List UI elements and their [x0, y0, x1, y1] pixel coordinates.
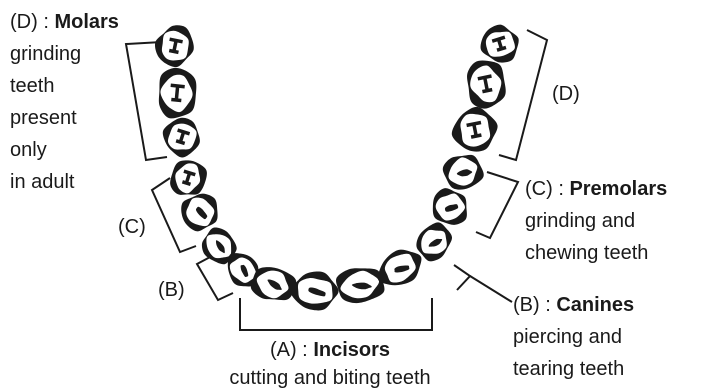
right-molars-label: (D) [552, 82, 580, 106]
teeth-group [155, 25, 519, 311]
left-premolars-label: (C) [118, 215, 146, 239]
canines-title: (B) : Canines [513, 293, 634, 317]
premolar-left-1 [181, 194, 217, 232]
right-canines-leader [470, 276, 512, 302]
molars-desc-line-3: present [10, 106, 77, 130]
incisor-4 [378, 250, 422, 286]
incisor-1 [251, 267, 296, 300]
canines-name: Canines [556, 294, 634, 316]
premolars-name: Premolars [569, 178, 667, 200]
premolar-right-2 [443, 155, 484, 190]
premolar-right-1 [433, 188, 467, 225]
molars-title: (D) : Molars [10, 10, 119, 34]
molar-left-2 [159, 68, 196, 119]
premolars-title: (C) : Premolars [525, 177, 667, 201]
incisor-2 [290, 272, 338, 311]
molars-desc-line-1: grinding [10, 42, 81, 66]
molar-left-3 [163, 118, 200, 158]
incisors-name: Incisors [313, 339, 390, 361]
molars-desc-line-4: only [10, 138, 47, 162]
molars-desc-line-2: teeth [10, 74, 54, 98]
molar-left-4 [170, 160, 207, 194]
molars-name: Molars [54, 11, 118, 33]
incisors-desc: cutting and biting teeth [190, 366, 470, 390]
canine-right [416, 222, 452, 261]
premolars-desc-line-2: chewing teeth [525, 241, 648, 265]
incisors-bracket [240, 298, 432, 330]
molar-right-1 [452, 107, 498, 152]
incisor-3 [336, 268, 384, 303]
incisors-title: (A) : Incisors [200, 338, 460, 362]
right-canines-bracket [454, 265, 470, 290]
molars-desc-line-5: in adult [10, 170, 75, 194]
molar-left-1 [155, 25, 194, 67]
left-canines-bracket [197, 256, 233, 300]
canines-desc-line-2: tearing teeth [513, 357, 624, 381]
right-premolars-bracket [476, 172, 518, 238]
premolars-desc-line-1: grinding and [525, 209, 635, 233]
molar-right-2 [467, 61, 506, 109]
molar-right-3 [481, 25, 519, 63]
left-canines-label: (B) [158, 278, 185, 302]
canines-desc-line-1: piercing and [513, 325, 622, 349]
